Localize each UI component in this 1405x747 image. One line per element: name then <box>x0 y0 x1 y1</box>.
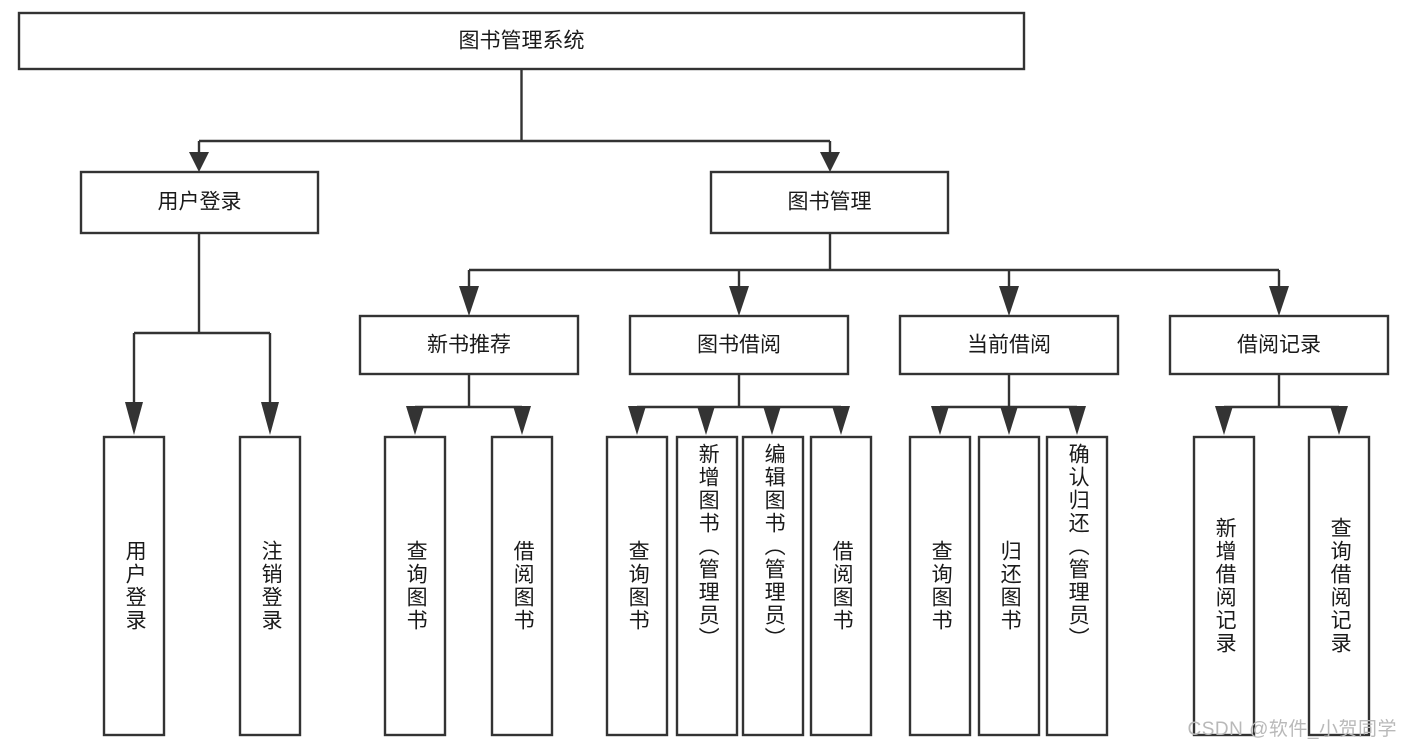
arrow-head-cb-leaf-3 <box>1068 406 1086 435</box>
node-book-borrow-box[interactable] <box>628 314 850 376</box>
leaf-node-group <box>102 435 1371 737</box>
arrow-head-borrow-record <box>1269 286 1289 316</box>
arrow-head-cb-leaf-2 <box>1000 406 1018 435</box>
leaf-box-logout[interactable] <box>238 435 302 737</box>
leaf-box-query-book-bb[interactable] <box>605 435 669 737</box>
arrow-head-br-leaf-2 <box>1330 406 1348 435</box>
node-book-borrow-label: 图书借阅 <box>697 334 781 357</box>
leaf-box-borrow-book-bb[interactable] <box>809 435 873 737</box>
node-user-login[interactable]: 用户登录 <box>79 170 320 235</box>
leaf-box-add-borrow-record[interactable] <box>1192 435 1256 737</box>
leaf-box-user-login[interactable] <box>102 435 166 737</box>
arrow-head-bb-leaf-4 <box>832 406 850 435</box>
arrow-head-leaf-user-login <box>125 402 143 435</box>
leaf-box-add-book-admin[interactable] <box>675 435 739 737</box>
leaf-box-query-book-cb[interactable] <box>908 435 972 737</box>
node-current-borrow[interactable]: 当前借阅 <box>898 314 1120 376</box>
node-current-borrow-label: 当前借阅 <box>967 334 1051 357</box>
node-current-borrow-box[interactable] <box>898 314 1120 376</box>
arrow-head-new-book-rec <box>459 286 479 316</box>
node-book-borrow[interactable]: 图书借阅 <box>628 314 850 376</box>
node-root[interactable]: 图书管理系统 <box>17 11 1026 71</box>
node-user-login-box[interactable] <box>79 170 320 235</box>
arrow-head-current-borrow <box>999 286 1019 316</box>
arrow-head-br-leaf-1 <box>1215 406 1233 435</box>
node-layer: 图书管理系统 用户登录 图书管理 新书推荐 图书借阅 当前 <box>17 11 1390 737</box>
leaf-box-query-book-nbr[interactable] <box>383 435 447 737</box>
arrow-head-cb-leaf-1 <box>931 406 949 435</box>
leaf-box-borrow-book-nbr[interactable] <box>490 435 554 737</box>
node-new-book-rec-box[interactable] <box>358 314 580 376</box>
leaf-box-confirm-return-admin[interactable] <box>1045 435 1109 737</box>
node-new-book-rec[interactable]: 新书推荐 <box>358 314 580 376</box>
node-root-box[interactable] <box>17 11 1026 71</box>
node-root-label: 图书管理系统 <box>459 30 585 53</box>
arrow-head-user-login <box>189 152 209 172</box>
arrow-head-book-mgmt <box>820 152 840 172</box>
node-book-mgmt-box[interactable] <box>709 170 950 235</box>
node-book-mgmt[interactable]: 图书管理 <box>709 170 950 235</box>
node-new-book-rec-label: 新书推荐 <box>427 334 511 357</box>
leaf-box-query-borrow-record[interactable] <box>1307 435 1371 737</box>
node-borrow-record-label: 借阅记录 <box>1237 334 1321 357</box>
connector-layer <box>125 69 1348 435</box>
leaf-box-edit-book-admin[interactable] <box>741 435 805 737</box>
node-book-mgmt-label: 图书管理 <box>788 191 872 214</box>
arrow-head-bb-leaf-1 <box>628 406 646 435</box>
arrow-head-leaf-logout <box>261 402 279 435</box>
node-borrow-record[interactable]: 借阅记录 <box>1168 314 1390 376</box>
node-user-login-label: 用户登录 <box>158 191 242 214</box>
arrow-head-nbr-leaf-2 <box>513 406 531 435</box>
node-borrow-record-box[interactable] <box>1168 314 1390 376</box>
arrow-head-book-borrow <box>729 286 749 316</box>
arrow-head-nbr-leaf-1 <box>406 406 424 435</box>
watermark: CSDN @软件_小贺同学 <box>1187 719 1397 740</box>
arrow-head-bb-leaf-3 <box>763 406 781 435</box>
leaf-box-return-book[interactable] <box>977 435 1041 737</box>
arrow-head-bb-leaf-2 <box>697 406 715 435</box>
